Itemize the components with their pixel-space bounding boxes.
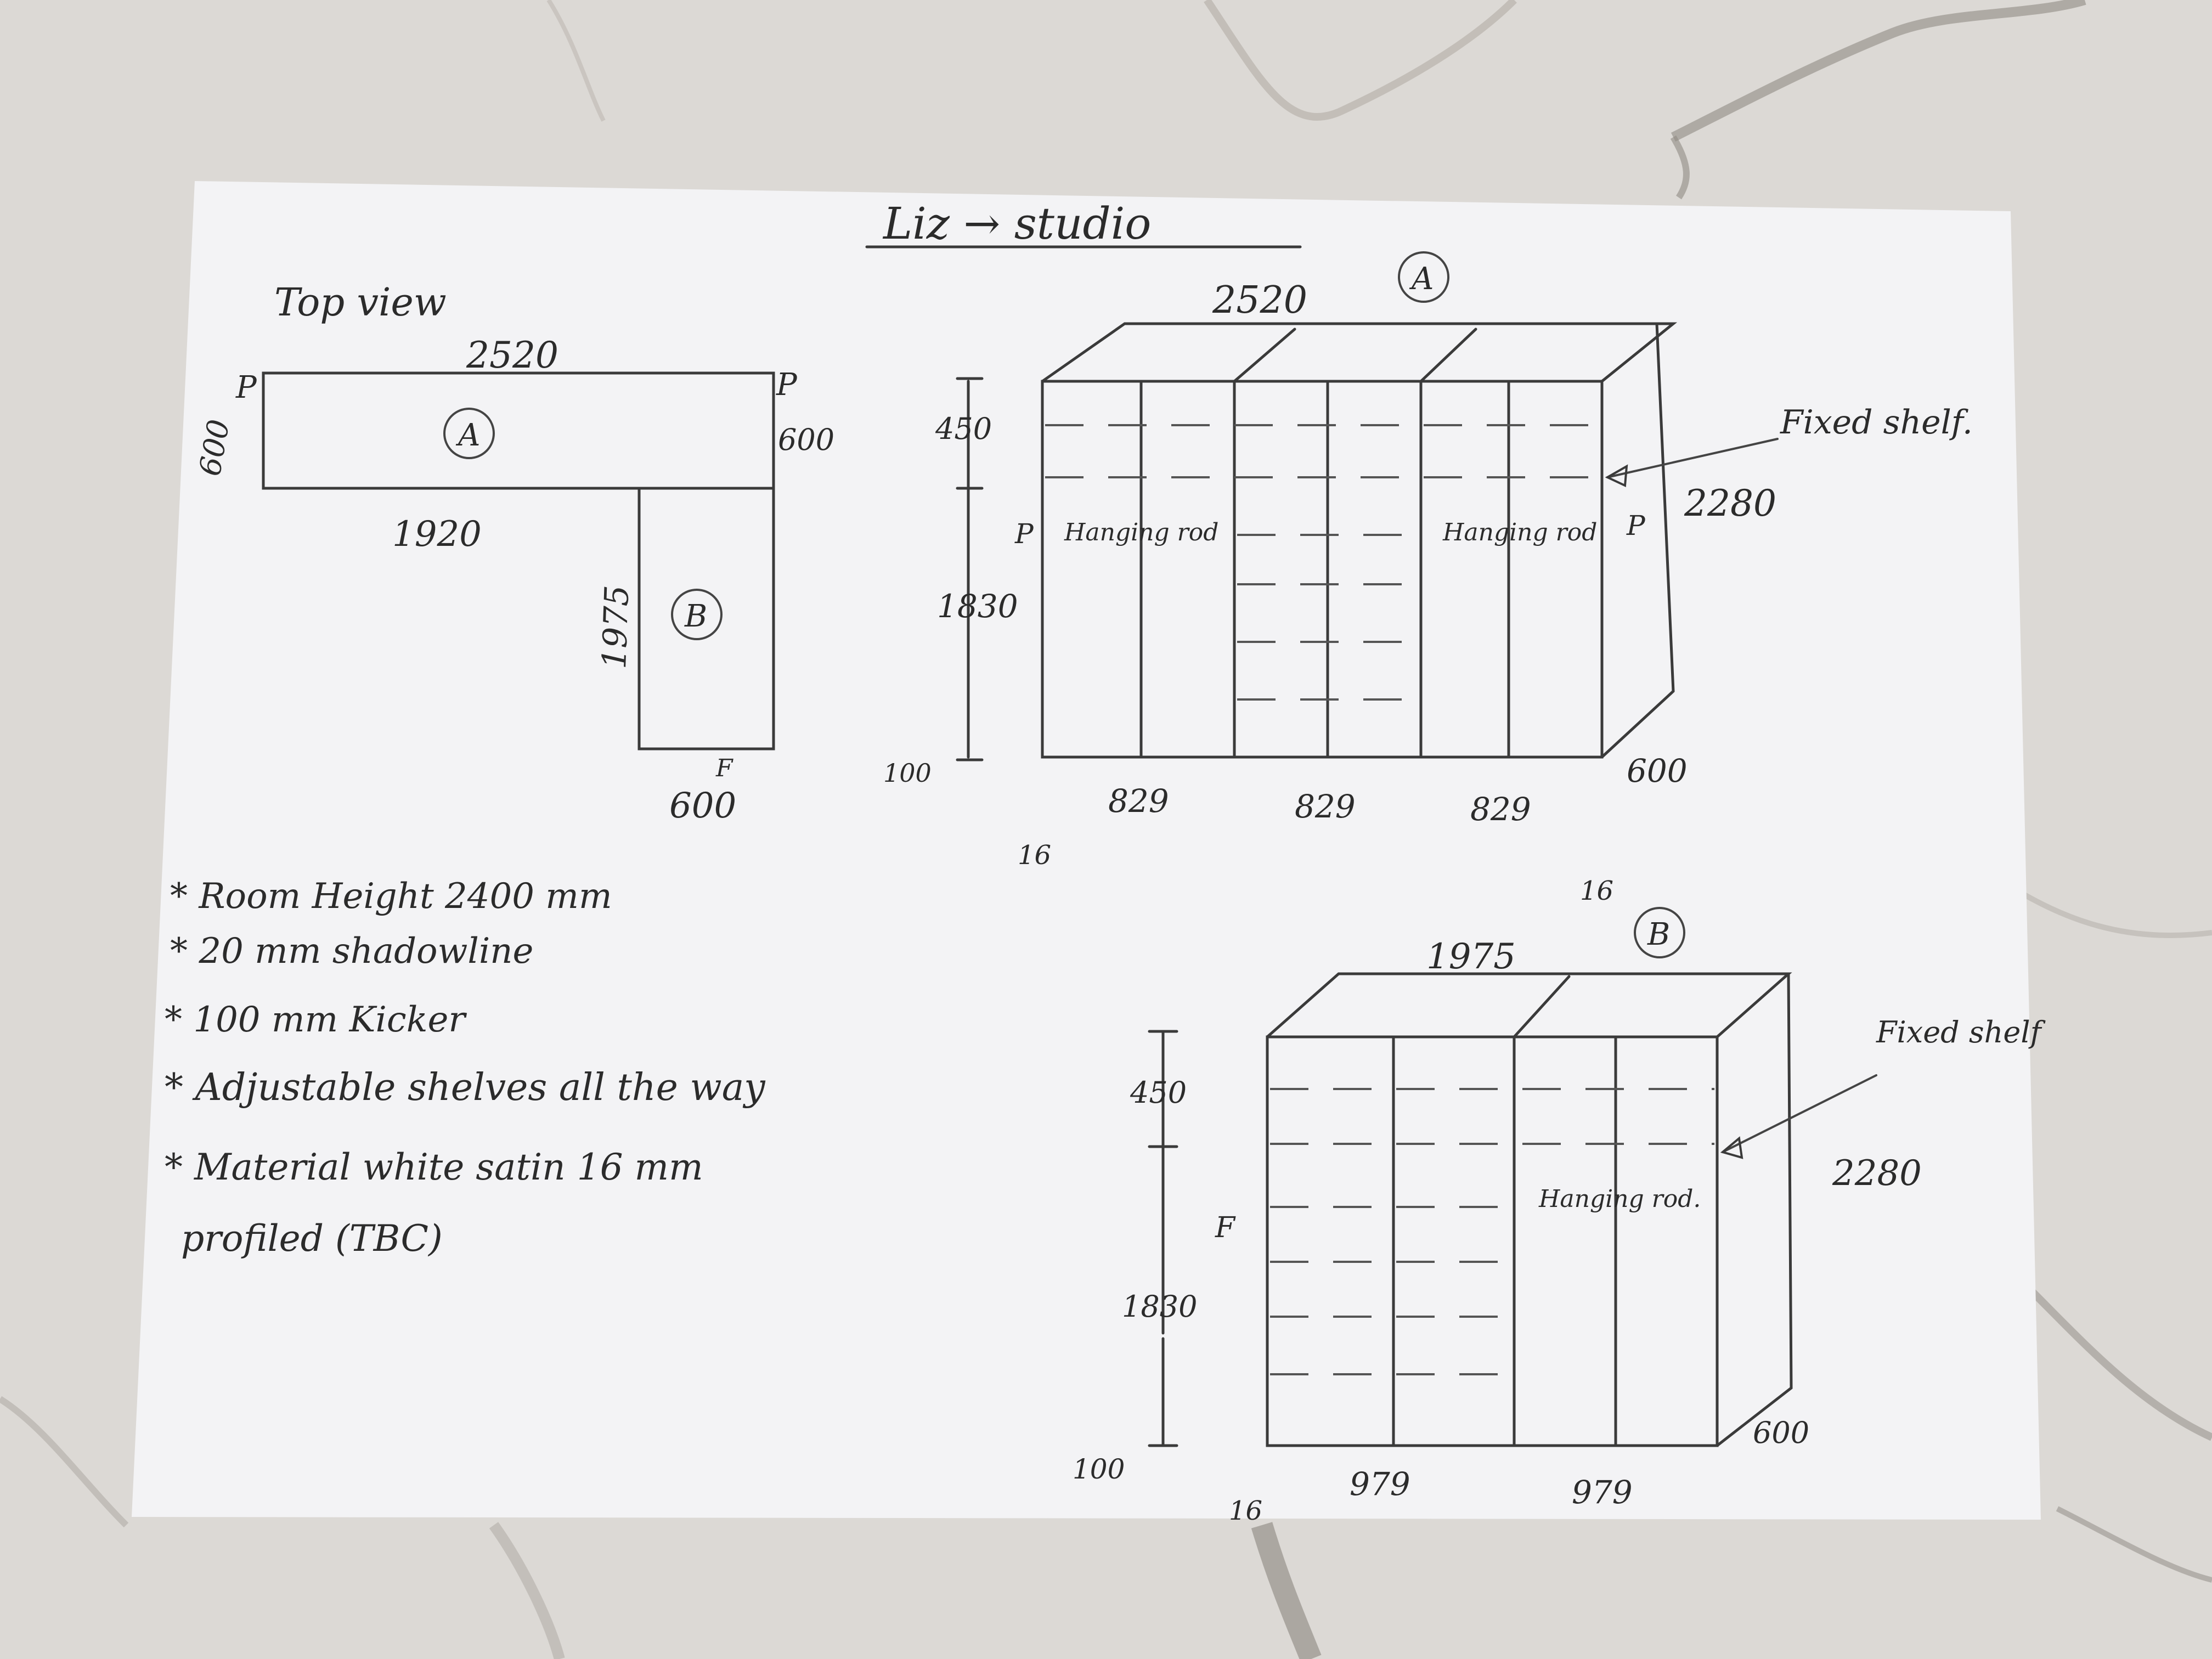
note-adjustable-shelves: * Adjustable shelves all the way [165,1066,766,1109]
top-view-a-length: 2520 [466,334,558,376]
top-view-a-bottom-length: 1920 [392,514,482,555]
elevation-b-marker: B [1647,917,1670,952]
note-room-height: * Room Height 2400 mm [170,876,612,917]
elevation-a-p-left: P [1014,518,1034,550]
top-view-b-length: 1975 [595,584,636,669]
elevation-a-bay-width-1: 829 [1108,782,1169,820]
elevation-a-hanging-rod-left: Hanging rod [1064,518,1218,546]
elevation-a-marker: A [1409,261,1434,297]
note-material: * Material white satin 16 mm [165,1146,703,1188]
elevation-a-top-height: 450 [935,411,992,446]
elevation-a-bay-width-2: 829 [1295,788,1356,825]
elevation-a-width: 2520 [1212,279,1307,322]
note-kicker: * 100 mm Kicker [165,1000,467,1040]
top-view-p-left: P [235,370,257,405]
elevation-b-depth: 600 [1753,1415,1809,1450]
note-shadowline: * 20 mm shadowline [170,931,533,972]
top-view-label: Top view [274,280,447,325]
page-title: Liz → studio [882,198,1151,249]
elevation-a-bay-width-3: 829 [1470,791,1531,828]
top-view-carcass-b [637,487,775,751]
elevation-b-hanging-rod: Hanging rod. [1538,1185,1701,1213]
elevation-a-end-panel-left: 16 [1018,840,1051,871]
elevation-b-mid-height: 1830 [1122,1289,1197,1324]
elevation-a-total-height: 2280 [1684,482,1776,524]
elevation-a-hanging-rod-right: Hanging rod [1442,518,1597,546]
elevation-a-p-right: P [1626,510,1646,541]
top-view-b-width: 600 [669,786,736,826]
elevation-b-total-height: 2280 [1832,1153,1922,1194]
elevation-b-f-mark: F [1215,1211,1236,1244]
elevation-a-end-panel-right: 16 [1580,876,1613,906]
elevation-a-fixed-shelf: Fixed shelf. [1780,403,1973,442]
top-view-carcass-a [262,371,775,490]
elevation-b-bay-width-1: 979 [1350,1465,1410,1503]
top-view-f-mark: F [715,754,733,782]
note-profiled: profiled (TBC) [181,1217,443,1260]
elevation-b-fixed-shelf: Fixed shelf [1876,1015,2046,1049]
paper [132,181,2041,1520]
elevation-a-mid-height: 1830 [937,588,1018,625]
elevation-b-top-height: 450 [1130,1075,1187,1110]
top-view-p-right: P [776,367,798,403]
elevation-b-bay-width-2: 979 [1572,1474,1633,1511]
elevation-a-depth: 600 [1627,752,1688,789]
top-view-marker-a: A [455,417,480,453]
elevation-b-kicker: 100 [1073,1453,1125,1485]
elevation-b-end-panel-left: 16 [1229,1496,1262,1526]
top-view-marker-b: B [684,599,707,634]
elevation-b-front [1266,1035,1719,1447]
top-view-a-depth-right: 600 [778,422,834,457]
elevation-b-width: 1975 [1426,936,1516,977]
elevation-a-kicker: 100 [883,758,932,788]
